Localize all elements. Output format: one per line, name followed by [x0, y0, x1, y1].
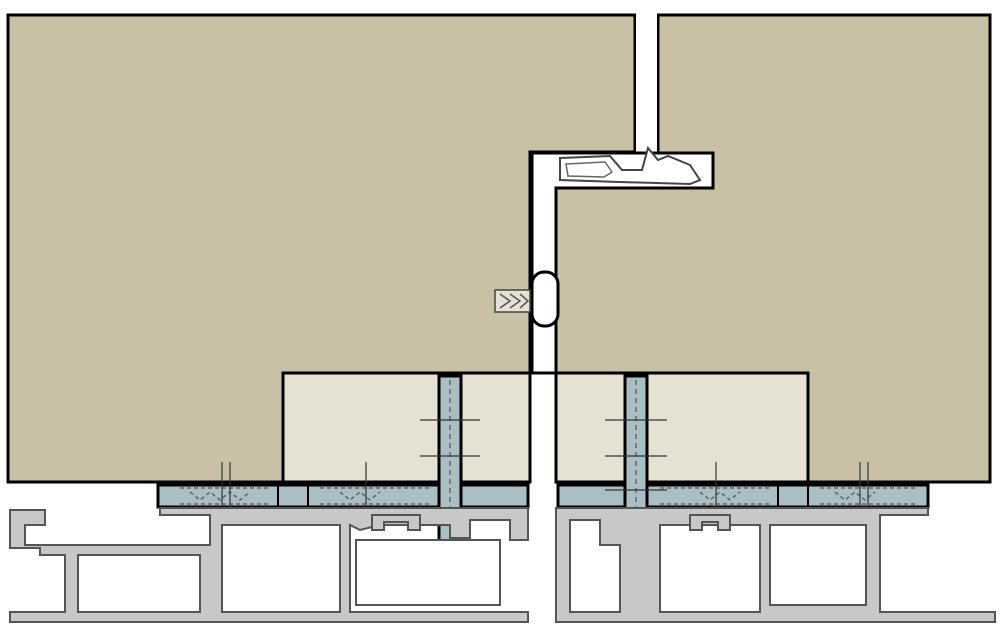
- insulation-block-right: [554, 371, 810, 484]
- fixing-bar: [156, 483, 930, 509]
- gasket-seal: [530, 145, 715, 375]
- mullion-profile-left: [9, 507, 529, 623]
- panel-joint-gap: [636, 12, 657, 152]
- insulation-block-left: [281, 371, 532, 484]
- mullion-profile-right: [555, 507, 996, 623]
- setting-block: [494, 270, 560, 328]
